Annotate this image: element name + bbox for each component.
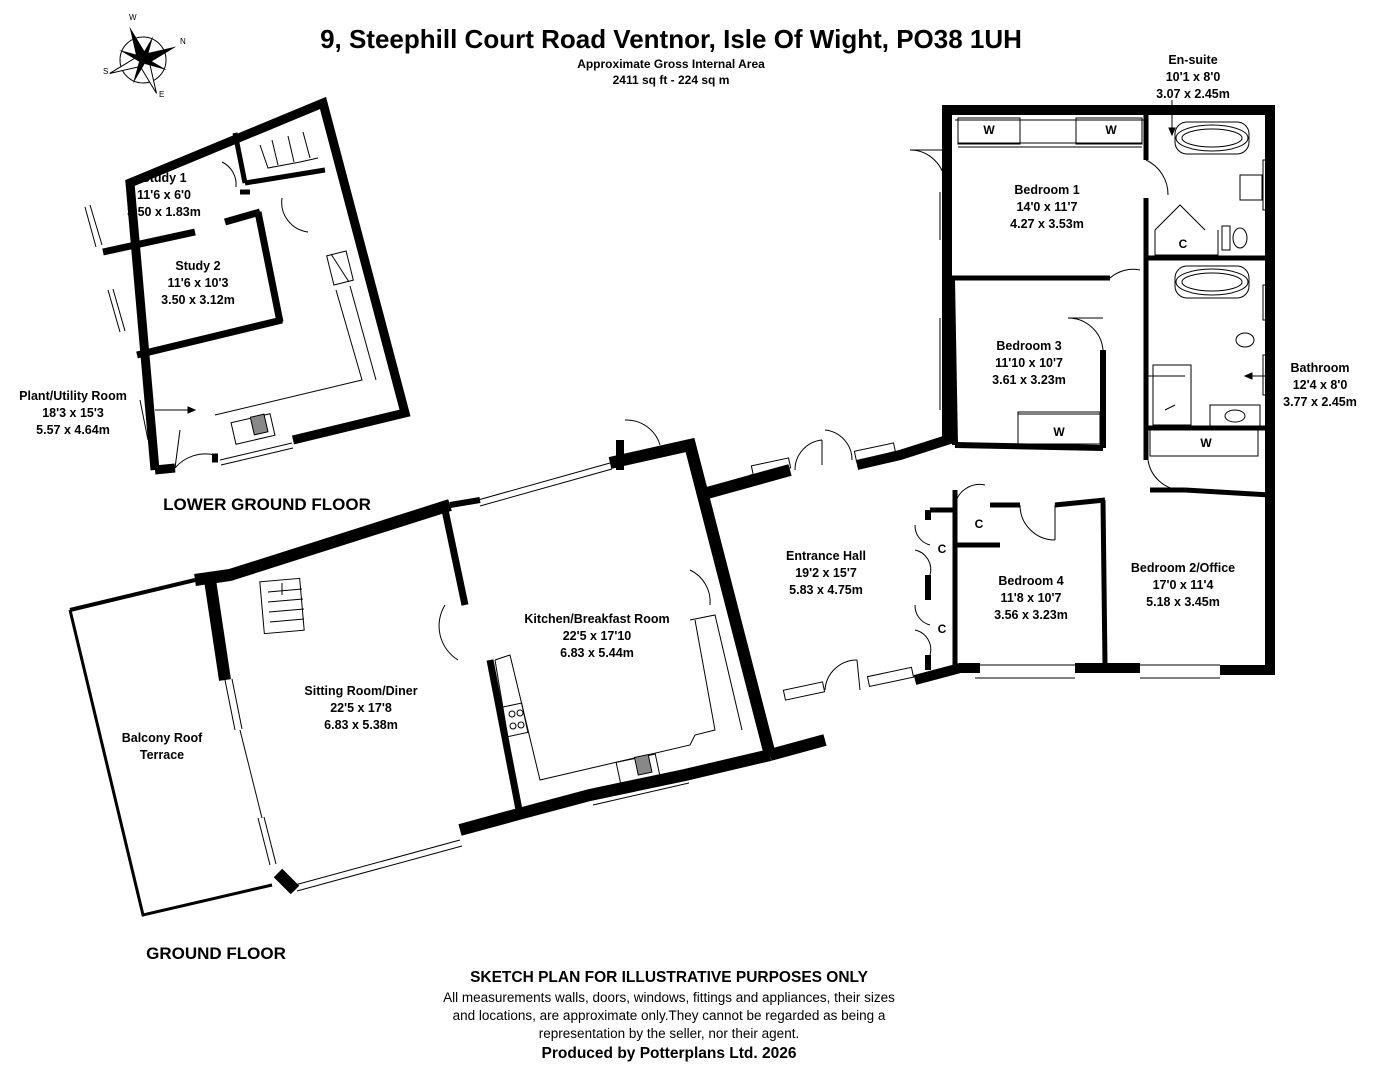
room-name: Sitting Room/Diner (304, 684, 418, 698)
room-name: Bedroom 3 (996, 339, 1062, 353)
cupboard-mark: C (937, 542, 947, 556)
room-bedroom2: Bedroom 2/Office 17'0 x 11'4 5.18 x 3.45… (1131, 560, 1235, 611)
produced-by: Produced by Potterplans Ltd. 2026 (541, 1045, 797, 1062)
wardrobe-mark: W (1105, 123, 1117, 137)
bedroom-wing-fittings (749, 100, 1271, 701)
room-metric: 3.07 x 2.45m (1156, 87, 1230, 101)
room-kitchen: Kitchen/Breakfast Room 22'5 x 17'10 6.83… (524, 611, 669, 662)
room-metric: 3.50 x 1.83m (127, 205, 201, 219)
room-bedroom4: Bedroom 4 11'8 x 10'7 3.56 x 3.23m (994, 573, 1068, 624)
ground-floor-fittings (224, 419, 743, 892)
room-imperial: 11'10 x 10'7 (995, 356, 1063, 370)
room-sitting: Sitting Room/Diner 22'5 x 17'8 6.83 x 5.… (304, 683, 417, 734)
lower-ground-floor-walls (102, 96, 411, 475)
floor-label-ground: GROUND FLOOR (146, 944, 286, 963)
room-metric: 6.83 x 5.38m (324, 718, 398, 732)
room-imperial: 19'2 x 15'7 (795, 566, 857, 580)
room-imperial: 22'5 x 17'10 (562, 629, 632, 643)
bedroom-wing-walls (698, 105, 1275, 761)
disclaimer-line1: All measurements walls, doors, windows, … (443, 990, 895, 1005)
cupboard-mark: C (1178, 237, 1188, 251)
compass-e-label: N (180, 37, 186, 46)
wardrobe-mark: W (1200, 436, 1212, 450)
room-imperial: 18'3 x 15'3 (42, 406, 104, 420)
room-imperial: 22'5 x 17'8 (330, 701, 392, 715)
room-name: Study 1 (141, 171, 187, 185)
room-imperial: 14'0 x 11'7 (1016, 200, 1078, 214)
wardrobe-mark: W (1053, 425, 1065, 439)
area-value: 2411 sq ft - 224 sq m (612, 73, 730, 87)
room-imperial: 11'6 x 10'3 (167, 276, 229, 290)
room-bathroom: Bathroom 12'4 x 8'0 3.77 x 2.45m (1283, 360, 1357, 411)
room-bedroom1: Bedroom 1 14'0 x 11'7 4.27 x 3.53m (1010, 182, 1084, 233)
room-utility: Plant/Utility Room 18'3 x 15'3 5.57 x 4.… (19, 388, 127, 439)
room-bedroom3: Bedroom 3 11'10 x 10'7 3.61 x 3.23m (992, 338, 1066, 389)
floor-label-lower: LOWER GROUND FLOOR (163, 495, 371, 514)
room-metric: 4.27 x 3.53m (1010, 217, 1084, 231)
compass-s-label: E (159, 90, 164, 99)
room-study2: Study 2 11'6 x 10'3 3.50 x 3.12m (161, 258, 235, 309)
ground-floor-walls (68, 437, 776, 917)
room-imperial: 10'1 x 8'0 (1165, 70, 1221, 84)
room-imperial: 11'8 x 10'7 (1000, 591, 1062, 605)
room-metric: 3.56 x 3.23m (994, 608, 1068, 622)
lower-ground-fittings (84, 131, 377, 469)
room-metric: 5.83 x 4.75m (789, 583, 863, 597)
area-label: Approximate Gross Internal Area (577, 57, 765, 71)
cupboard-mark: C (937, 622, 947, 636)
room-name: Bedroom 4 (998, 574, 1064, 588)
room-name: En-suite (1168, 53, 1218, 67)
room-imperial: 11'6 x 6'0 (137, 188, 191, 202)
disclaimer-line2: and locations, are approximate only.They… (452, 1008, 886, 1023)
room-name: Balcony Roof (121, 731, 203, 745)
room-metric: 3.50 x 3.12m (161, 293, 235, 307)
room-name: Kitchen/Breakfast Room (524, 612, 670, 626)
disclaimer-heading: SKETCH PLAN FOR ILLUSTRATIVE PURPOSES ON… (470, 969, 868, 986)
room-metric: 3.61 x 3.23m (992, 373, 1066, 387)
room-name-line2: Terrace (139, 748, 185, 762)
room-entrance-hall: Entrance Hall 19'2 x 15'7 5.83 x 4.75m (786, 548, 866, 599)
room-study1: Study 1 11'6 x 6'0 3.50 x 1.83m (127, 170, 201, 221)
room-ensuite: En-suite 10'1 x 8'0 3.07 x 2.45m (1156, 52, 1230, 103)
room-metric: 5.57 x 4.64m (36, 423, 110, 437)
room-name: Plant/Utility Room (19, 389, 127, 403)
room-balcony: Balcony Roof Terrace (122, 730, 203, 764)
wardrobe-mark: W (983, 123, 995, 137)
room-imperial: 12'4 x 8'0 (1292, 378, 1348, 392)
room-name: Bathroom (1290, 361, 1350, 375)
compass-icon: W N E S (103, 13, 186, 99)
room-metric: 3.77 x 2.45m (1283, 395, 1357, 409)
room-name: Bedroom 2/Office (1130, 561, 1236, 575)
room-metric: 5.18 x 3.45m (1146, 595, 1220, 609)
room-imperial: 17'0 x 11'4 (1152, 578, 1214, 592)
disclaimer-line3: representation by the seller, nor their … (538, 1026, 800, 1041)
room-name: Entrance Hall (786, 549, 866, 563)
page-title: 9, Steephill Court Road Ventnor, Isle Of… (320, 24, 1022, 54)
room-name: Study 2 (175, 259, 221, 273)
compass-w-label: S (103, 67, 108, 76)
room-name: Bedroom 1 (1014, 183, 1080, 197)
compass-n-label: W (129, 13, 137, 22)
room-metric: 6.83 x 5.44m (560, 646, 634, 660)
cupboard-mark: C (974, 517, 984, 531)
